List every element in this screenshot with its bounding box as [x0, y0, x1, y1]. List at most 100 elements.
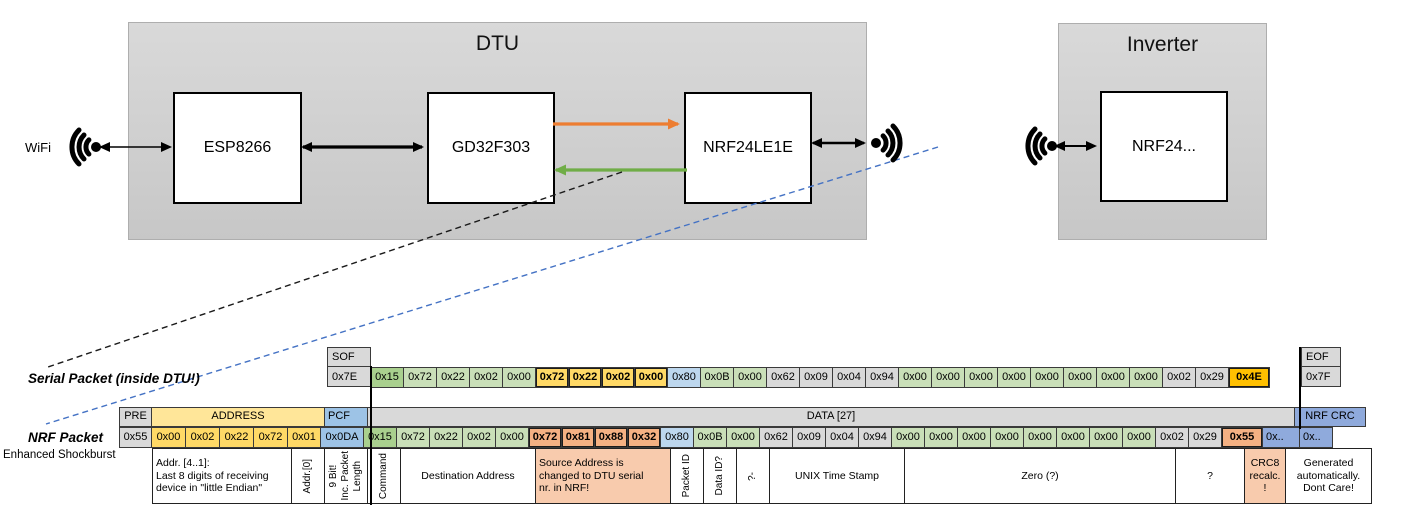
- byte-cell: 0x00: [891, 427, 925, 448]
- byte-cell: 0x80: [660, 427, 694, 448]
- sof-value-cell: 0x7E: [327, 366, 371, 387]
- byte-cell: 0x22: [568, 367, 602, 388]
- annotation-cell: Source Address is changed to DTU serial …: [535, 448, 671, 504]
- byte-cell: 0x04: [825, 427, 859, 448]
- byte-cell: 0x00: [964, 367, 998, 388]
- serial-eof-column: EOF 0x7F: [1301, 347, 1341, 387]
- byte-cell: 0x22: [429, 427, 463, 448]
- annotation-cell: 9 Bit! Inc. Packet Length: [324, 448, 368, 504]
- byte-cell: 0x94: [865, 367, 899, 388]
- byte-cell: 0x00: [1096, 367, 1130, 388]
- annotation-cell: Addr. [4..1]: Last 8 digits of receiving…: [152, 448, 292, 504]
- wifi-label: WiFi: [25, 140, 51, 155]
- nrf-packet-label: NRF Packet: [28, 430, 104, 445]
- byte-cell: 0x81: [561, 427, 595, 448]
- byte-cell: 0x15: [363, 427, 397, 448]
- eof-value-cell: 0x7F: [1301, 366, 1341, 387]
- byte-cell: 0x00: [495, 427, 529, 448]
- byte-cell: 0x88: [594, 427, 628, 448]
- dtu-title: DTU: [475, 32, 520, 55]
- byte-cell: 0x72: [528, 427, 562, 448]
- inverter-nrf24-label: NRF24...: [1131, 137, 1196, 155]
- byte-cell: 0x00: [990, 427, 1024, 448]
- byte-cell: 0x15: [370, 367, 404, 388]
- enhanced-shockburst-label: Enhanced Shockburst: [3, 449, 116, 461]
- annotation-cell: Generated automatically. Dont Care!: [1285, 448, 1372, 504]
- annotation-cell: Zero (?): [904, 448, 1176, 504]
- byte-cell: 0x00: [1089, 427, 1123, 448]
- inverter-nrf24-box: NRF24...: [1100, 91, 1228, 202]
- nrf-annotation-row: Addr. [4..1]: Last 8 digits of receiving…: [152, 448, 1372, 504]
- inverter-group-box: Inverter: [1058, 23, 1267, 240]
- byte-cell: 0x02: [462, 427, 496, 448]
- header-cell: DATA [27]: [367, 407, 1295, 427]
- byte-cell: 0x04: [832, 367, 866, 388]
- byte-cell: 0x00: [1129, 367, 1163, 388]
- byte-cell: 0x29: [1195, 367, 1229, 388]
- payload-end-divider: [1299, 347, 1301, 429]
- annotation-cell: Destination Address: [400, 448, 536, 504]
- byte-cell: 0x00: [151, 427, 186, 448]
- header-cell: ADDRESS: [151, 407, 325, 427]
- byte-cell: 0x..: [1262, 427, 1300, 448]
- header-cell: PRE: [119, 407, 152, 427]
- byte-cell: 0x72: [535, 367, 569, 388]
- nrf24le1e-label: NRF24LE1E: [703, 139, 793, 156]
- serial-sof-column: SOF 0x7E: [327, 347, 371, 387]
- byte-cell: 0x29: [1188, 427, 1222, 448]
- header-cell: PCF: [324, 407, 368, 427]
- annotation-cell: CRC8 recalc. !: [1244, 448, 1286, 504]
- byte-cell: 0x02: [185, 427, 220, 448]
- byte-cell: 0x02: [601, 367, 635, 388]
- byte-cell: 0x00: [924, 427, 958, 448]
- sof-header-cell: SOF: [327, 347, 371, 367]
- byte-cell: 0x00: [1063, 367, 1097, 388]
- byte-cell: 0x01: [287, 427, 321, 448]
- serial-packet-label: Serial Packet (inside DTU!): [28, 371, 200, 386]
- byte-cell: 0x00: [733, 367, 767, 388]
- byte-cell: 0x55: [119, 427, 152, 448]
- byte-cell: 0x4E: [1228, 367, 1270, 388]
- annotation-cell: UNIX Time Stamp: [769, 448, 905, 504]
- header-cell: NRF CRC: [1294, 407, 1366, 427]
- gd32f303-label: GD32F303: [451, 139, 531, 156]
- nrf24le1e-box: NRF24LE1E: [684, 92, 812, 204]
- byte-cell: 0x00: [634, 367, 668, 388]
- byte-cell: 0x00: [997, 367, 1031, 388]
- byte-cell: 0x62: [766, 367, 800, 388]
- byte-cell: 0x00: [502, 367, 536, 388]
- esp8266-label: ESP8266: [203, 139, 272, 156]
- annotation-cell: Command: [367, 448, 401, 504]
- byte-cell: 0x00: [1023, 427, 1057, 448]
- byte-cell: 0x22: [219, 427, 254, 448]
- wifi-icon: [871, 123, 903, 163]
- byte-cell: 0x00: [1056, 427, 1090, 448]
- byte-cell: 0x00: [957, 427, 991, 448]
- byte-cell: 0x0B: [693, 427, 727, 448]
- esp8266-box: ESP8266: [173, 92, 302, 204]
- byte-cell: 0x02: [1155, 427, 1189, 448]
- byte-cell: 0x00: [898, 367, 932, 388]
- byte-cell: 0x09: [792, 427, 826, 448]
- byte-cell: 0x22: [436, 367, 470, 388]
- byte-cell: 0x80: [667, 367, 701, 388]
- inverter-title: Inverter: [1126, 33, 1199, 56]
- byte-cell: 0x0DA: [320, 427, 364, 448]
- byte-cell: 0x72: [253, 427, 288, 448]
- gd32f303-box: GD32F303: [427, 92, 555, 204]
- byte-cell: 0x55: [1221, 427, 1263, 448]
- byte-cell: 0x02: [1162, 367, 1196, 388]
- byte-cell: 0x00: [1030, 367, 1064, 388]
- annotation-cell: Packet ID: [670, 448, 704, 504]
- wifi-icon: [69, 127, 101, 167]
- annotation-cell: ?-: [736, 448, 770, 504]
- byte-cell: 0x09: [799, 367, 833, 388]
- byte-cell: 0x02: [469, 367, 503, 388]
- byte-cell: 0x94: [858, 427, 892, 448]
- byte-cell: 0x..: [1299, 427, 1333, 448]
- annotation-cell: Addr.[0]: [291, 448, 325, 504]
